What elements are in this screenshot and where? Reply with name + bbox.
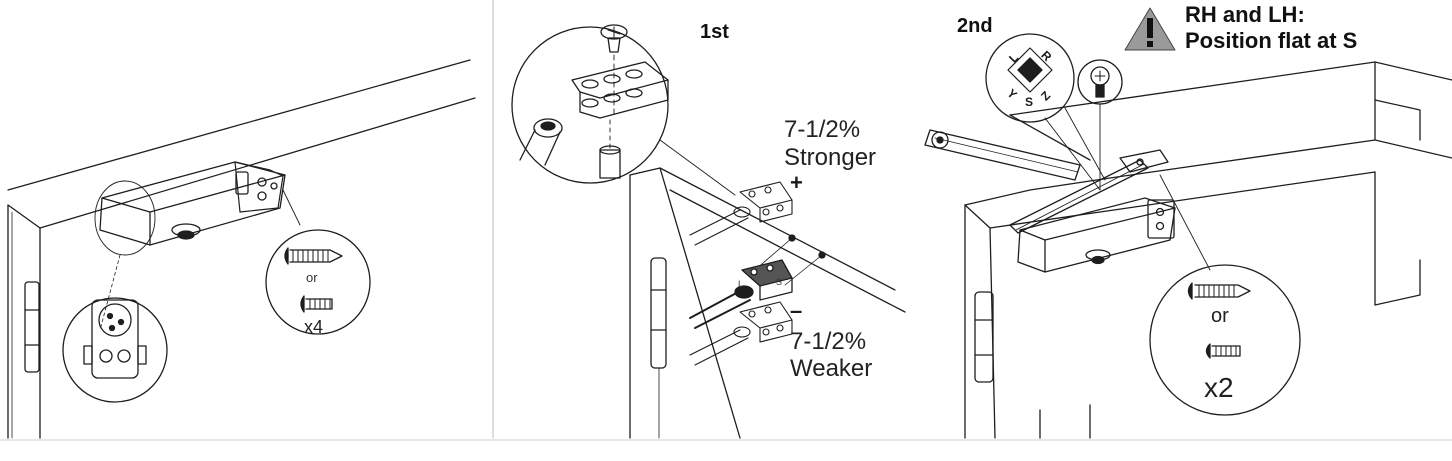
minus-sign: –: [790, 298, 803, 323]
stronger-percent: 7-1/2%: [784, 116, 861, 143]
hole-l-label: L: [738, 279, 744, 289]
stronger-label: Stronger: [784, 144, 877, 171]
panel3-screw-callout: [1149, 174, 1301, 416]
hole-s-label: S: [776, 277, 783, 287]
panel3-bolt-callout: [1077, 59, 1123, 191]
panel2-door: [629, 167, 906, 439]
panel3-step-label: 2nd: [957, 15, 993, 37]
panel2-bracket-stronger: [689, 181, 793, 246]
panel1-callout-circle: [62, 180, 168, 403]
panel1-door-frame: [7, 59, 476, 439]
panel1-screw-count: x4: [304, 317, 324, 337]
panel1-screw-callout: [265, 189, 371, 335]
panel2-bracket-middle: [689, 259, 793, 329]
weaker-label: Weaker: [790, 355, 873, 382]
panel3-arm: [924, 129, 1169, 234]
panel3-screw-count: x2: [1204, 372, 1234, 403]
panel2-step-label: 1st: [700, 21, 729, 43]
panel3-closer-body: [1017, 197, 1176, 273]
panel1-closer-body: [99, 161, 286, 246]
plus-sign: +: [790, 170, 803, 195]
panel2-bracket-weaker: [689, 301, 793, 366]
warning-line1: RH and LH:: [1185, 2, 1305, 27]
warning-line2: Position flat at S: [1185, 28, 1358, 53]
dial-letter-s: S: [1025, 95, 1034, 109]
panel3-dial-callout: [985, 33, 1106, 191]
panel3-or-label: or: [1211, 305, 1229, 327]
panel3-frame: [964, 61, 1452, 439]
weaker-percent: 7-1/2%: [790, 328, 867, 355]
panel1-or-label: or: [306, 270, 318, 285]
panel2-zoom-circle: [511, 24, 736, 196]
warning-triangle-icon: [1124, 7, 1176, 51]
